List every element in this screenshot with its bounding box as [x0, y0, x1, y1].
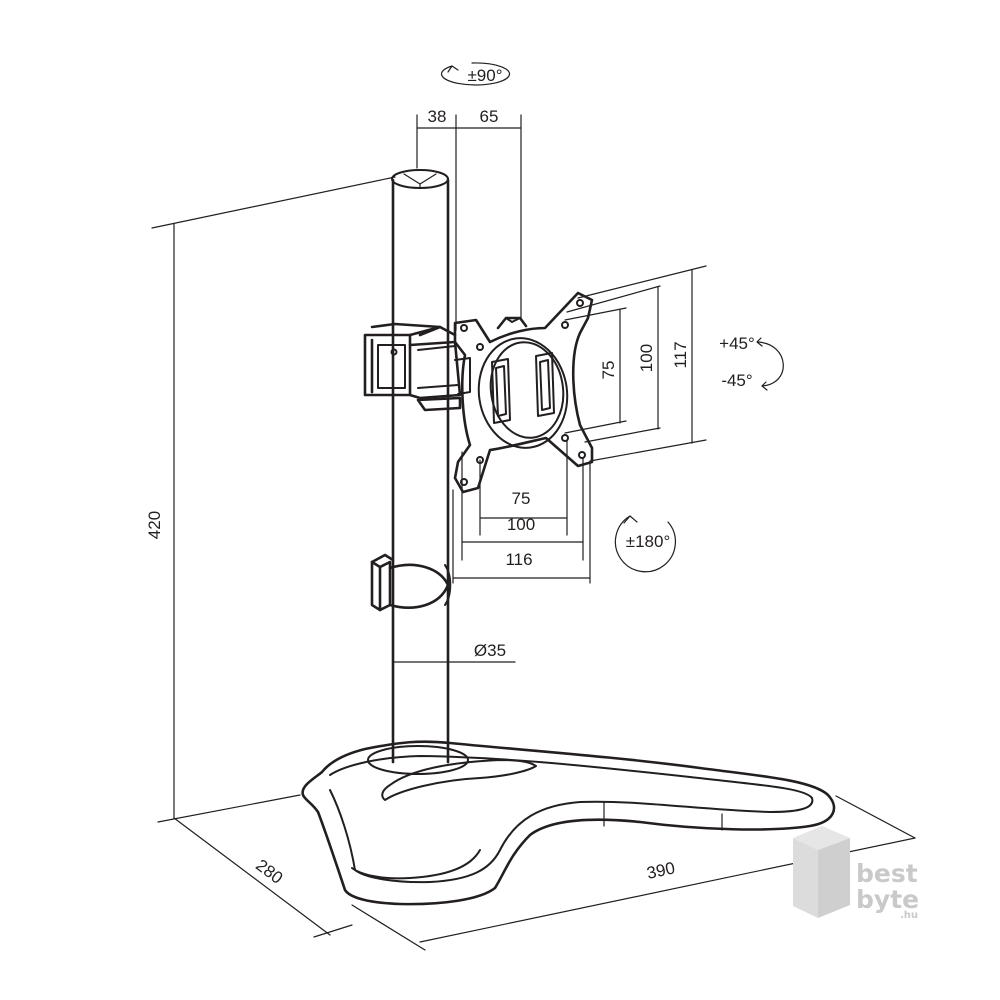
clamp-block — [363, 316, 528, 412]
vesa-v-75-label: 75 — [599, 361, 618, 380]
tilt-arrowhead-top-icon — [756, 337, 763, 347]
pole-diameter-label: Ø35 — [474, 641, 506, 660]
tilt-minus-label: -45° — [721, 371, 752, 390]
bestbyte-watermark-logo: best byte .hu — [793, 826, 919, 921]
watermark-cube-icon — [793, 838, 818, 918]
rotate-180-arrow-icon — [614, 515, 677, 573]
base-depth-280-label: 280 — [252, 855, 286, 887]
tilt-arrowhead-bottom-icon — [761, 381, 768, 391]
offset-38-label: 38 — [428, 107, 447, 126]
plate-117-label: 117 — [671, 341, 690, 368]
vesa-h-75-label: 75 — [512, 489, 531, 508]
rotate-180-arrowhead-icon — [623, 515, 638, 524]
vesa-h-100-label: 100 — [507, 515, 535, 534]
pole — [391, 169, 450, 764]
rotation-90-label: ±90° — [467, 66, 502, 85]
plate-116-label: 116 — [505, 550, 532, 569]
watermark-suffix-text: .hu — [900, 910, 918, 921]
vesa-v-100-label: 100 — [637, 344, 656, 372]
base-width-390-label: 390 — [645, 858, 677, 882]
vesa-plate — [453, 291, 594, 494]
dimension-lines — [151, 114, 916, 951]
rotation-arrows — [440, 62, 784, 573]
rotate-90-arrowhead-icon — [447, 65, 459, 73]
watermark-byte-text: byte — [856, 885, 919, 914]
offset-65-label: 65 — [480, 107, 499, 126]
watermark-best-text: best — [856, 859, 918, 888]
tilt-arrow-icon — [757, 341, 784, 387]
base — [301, 740, 836, 906]
rotate-90-arrow-icon — [440, 62, 511, 86]
rotate-180-label: ±180° — [626, 532, 671, 551]
tilt-plus-label: +45° — [719, 334, 755, 353]
cable-clip — [370, 553, 452, 612]
height-420-label: 420 — [145, 511, 164, 539]
